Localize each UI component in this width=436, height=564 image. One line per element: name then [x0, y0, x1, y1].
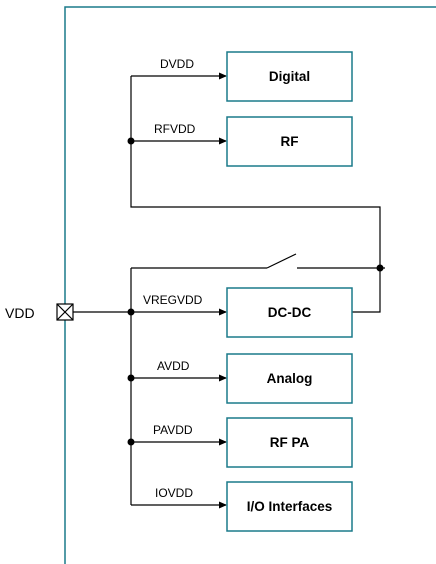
block-box: [226, 287, 353, 338]
rail-pavdd: PAVDD RF PA: [131, 417, 353, 468]
block-label-rf: RF: [281, 134, 299, 149]
vdd-pin-icon: [56, 303, 74, 321]
block-label-analog: Analog: [267, 371, 313, 386]
vdd-pin-label: VDD: [5, 305, 35, 321]
block-box: [226, 417, 353, 468]
rail-label: PAVDD: [153, 423, 193, 437]
rail-label: DVDD: [160, 57, 194, 71]
rail-avdd: AVDD Analog: [131, 353, 353, 404]
block-box: [226, 481, 353, 532]
block-box: [226, 51, 353, 102]
rail-label: VREGVDD: [143, 293, 203, 307]
block-box: [226, 353, 353, 404]
block-label-rf-pa: RF PA: [270, 435, 310, 450]
dcdc-output-wires: [130, 76, 381, 313]
block-label-dcdc: DC-DC: [268, 305, 312, 320]
rail-label: IOVDD: [155, 486, 193, 500]
rail-label: AVDD: [157, 359, 190, 373]
chip-boundary: [64, 6, 436, 564]
block-label-digital: Digital: [269, 69, 310, 84]
switch-icon: [266, 253, 297, 269]
rail-dvdd: DVDD Digital: [131, 51, 353, 102]
block-label-io-interfaces: I/O Interfaces: [247, 499, 333, 514]
block-box: [226, 116, 353, 167]
rail-rfvdd: RFVDD RF: [131, 116, 353, 167]
vdd-distribution-wires: [73, 267, 385, 505]
rail-vregvdd: VREGVDD DC-DC: [131, 287, 353, 338]
rail-label: RFVDD: [154, 122, 196, 136]
rail-iovdd: IOVDD I/O Interfaces: [131, 481, 353, 532]
